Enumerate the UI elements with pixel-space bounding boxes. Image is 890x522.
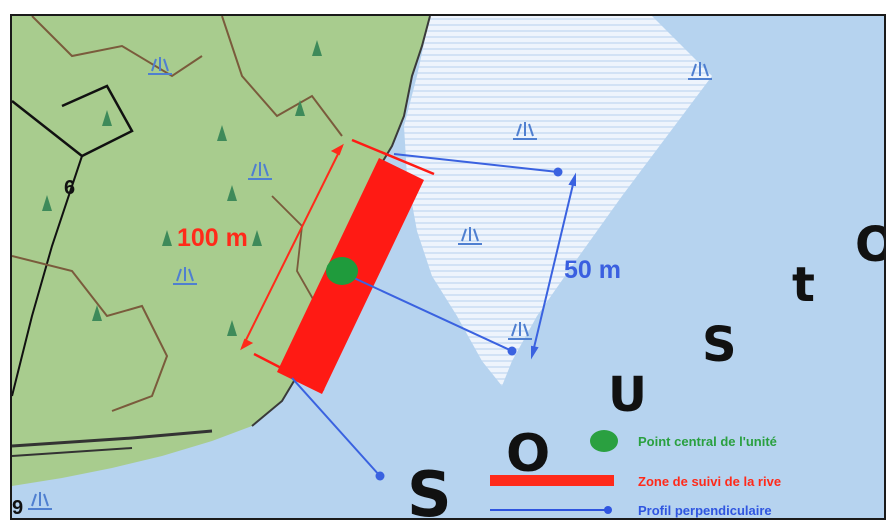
lake-name-letter: O xyxy=(506,424,550,484)
tree-symbol-icon xyxy=(42,40,322,336)
lake-name-letter: S xyxy=(407,458,452,518)
red-bar-icon xyxy=(490,475,614,486)
road-line xyxy=(12,155,83,397)
road-line xyxy=(271,195,318,307)
profile-end-dot xyxy=(375,471,385,481)
map-frame: 6 9 100 m 50 m S O U S t O Point central xyxy=(10,14,886,520)
road-line xyxy=(12,84,134,158)
marsh-zone xyxy=(404,16,712,386)
road-line xyxy=(31,16,203,78)
lake-name-letter: O xyxy=(855,217,884,273)
width-dimension-arrow xyxy=(531,172,576,360)
width-label: 50 m xyxy=(564,256,621,284)
marsh-symbol-icon xyxy=(28,57,712,510)
length-dimension-arrow xyxy=(240,143,344,351)
lake-name-letter: t xyxy=(792,257,815,313)
zone-end-tick xyxy=(351,138,435,176)
map-canvas: 6 9 100 m 50 m S O U S t O Point central xyxy=(12,16,884,518)
land-area xyxy=(12,16,430,486)
road-line xyxy=(12,429,213,448)
legend-item-perpendicular-profile: Profil perpendiculaire xyxy=(638,503,772,518)
legend-item-central-point: Point central de l'unité xyxy=(638,434,777,449)
road-line xyxy=(12,255,169,412)
corner-number-label: 9 xyxy=(12,497,23,518)
grid-number-label: 6 xyxy=(64,177,75,199)
perpendicular-profile xyxy=(291,153,559,477)
lake-name-letter: S xyxy=(702,317,737,373)
blue-line-icon xyxy=(604,506,612,514)
dot-icon xyxy=(590,430,618,452)
road-line xyxy=(12,447,133,457)
legend-item-monitoring-zone: Zone de suivi de la rive xyxy=(638,474,781,489)
lake-name: S O U S t O xyxy=(407,217,884,518)
road-line xyxy=(221,16,343,137)
zone-end-tick xyxy=(253,352,325,392)
legend: Point central de l'unité Zone de suivi d… xyxy=(490,430,781,518)
profile-end-dot xyxy=(507,346,517,356)
length-label: 100 m xyxy=(177,224,248,252)
central-point-marker xyxy=(326,257,358,285)
profile-end-dot xyxy=(553,167,563,177)
lake-name-letter: U xyxy=(608,367,647,423)
